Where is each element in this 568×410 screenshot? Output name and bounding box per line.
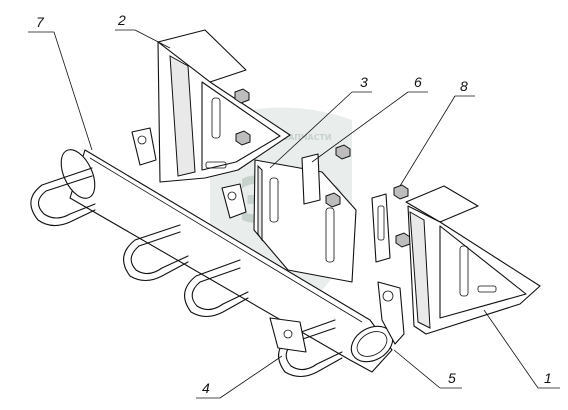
nuts-part-8 [393, 184, 411, 248]
bracket-plate-part-3 [253, 159, 357, 283]
callout-4: 4 [202, 380, 210, 396]
callout-3: 3 [360, 74, 368, 90]
callout-5: 5 [448, 370, 456, 386]
callout-7: 7 [36, 14, 45, 30]
u-bolt-2 [123, 224, 189, 282]
callout-6: 6 [414, 74, 422, 90]
u-bolt-3 [184, 259, 249, 318]
callout-8: 8 [460, 78, 468, 94]
strip-plate-part-6 [301, 144, 391, 263]
callout-2: 2 [117, 12, 126, 28]
callout-1: 1 [544, 370, 552, 386]
watermark-top-text: АЛЬФА-ЗАПЧАСТИ [246, 133, 332, 142]
u-bolt-1 [30, 167, 96, 227]
gusset-bracket-part-1 [405, 185, 541, 335]
gusset-bracket-part-2 [157, 29, 291, 183]
tube-part-7 [60, 149, 394, 373]
leader-lines [28, 29, 560, 399]
